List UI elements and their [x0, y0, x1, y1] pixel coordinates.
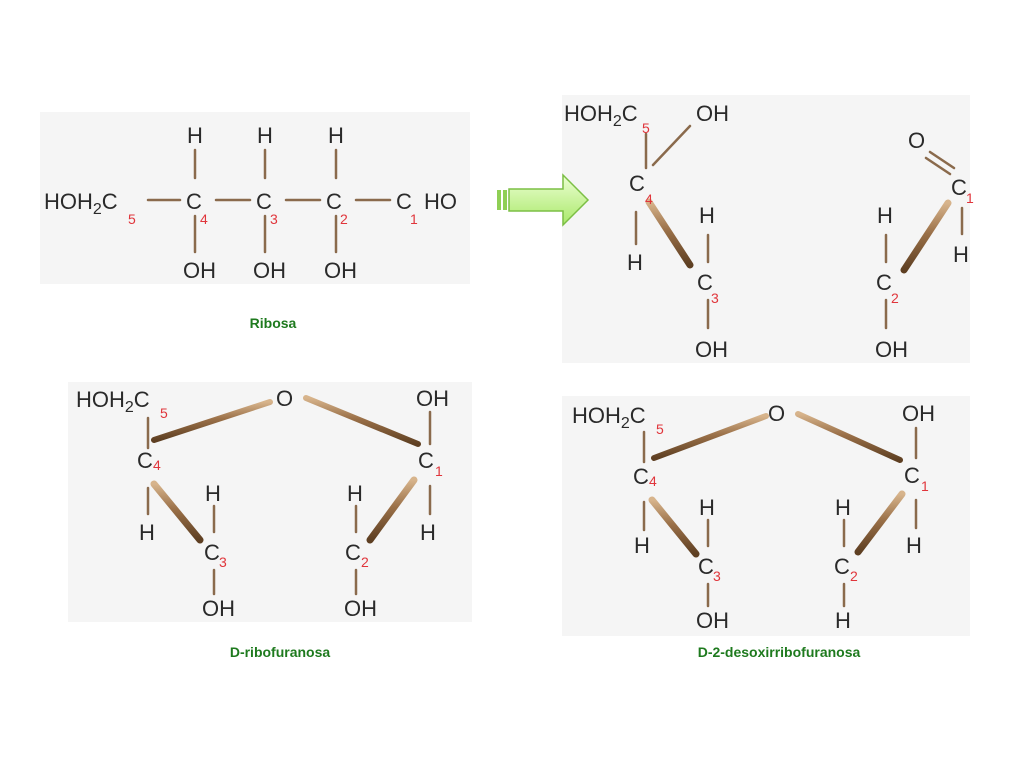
- ribofuranosa-c2-oh: OH: [344, 596, 377, 621]
- bond-c2-c1: [854, 490, 906, 556]
- open-hoh2-label: HOH2C: [564, 101, 638, 130]
- desoxirribofuranosa-caption: D-2-desoxirribofuranosa: [698, 644, 861, 660]
- bond-c1-o-b: [924, 156, 952, 176]
- ribofuranosa-c2-number: 2: [361, 554, 369, 570]
- open-c4-label: C: [629, 171, 645, 196]
- ribosa-panel: [40, 112, 470, 284]
- desoxi-c4-number: 4: [649, 473, 657, 489]
- open-c2-oh: OH: [875, 337, 908, 362]
- bond-c4-oh: [651, 124, 692, 167]
- desoxi-c2-number: 2: [850, 568, 858, 584]
- desoxi-c3-oh: OH: [696, 608, 729, 633]
- open-c1-label: C: [951, 175, 967, 200]
- bond-c2-c1: [900, 199, 952, 274]
- ribosa-c1-label: C: [396, 189, 412, 214]
- ribofuranosa-caption: D-ribofuranosa: [230, 644, 331, 660]
- desoxi-c4-h: H: [634, 533, 650, 558]
- ribosa-c3-oh: OH: [253, 258, 286, 283]
- desoxi-c4-label: C: [633, 464, 649, 489]
- desoxi-hoh2-label: HOH2C: [572, 403, 646, 432]
- open-c2-label: C: [876, 270, 892, 295]
- desoxi-c5-number: 5: [656, 421, 664, 437]
- desoxi-c2-h-top: H: [835, 495, 851, 520]
- desoxi-c1-h: H: [906, 533, 922, 558]
- desoxi-c3-number: 3: [713, 568, 721, 584]
- desoxirribofuranosa-panel: [562, 396, 970, 636]
- ribofuranosa-c5-number: 5: [160, 405, 168, 421]
- ribofuranosa-c2-h: H: [347, 481, 363, 506]
- open-chain-structure: HOH2C 5 OH C 4 H H C 3 OH H C 2 OH O C 1…: [564, 101, 974, 362]
- ribofuranosa-panel: [68, 382, 472, 622]
- bond-c4-c3: [648, 496, 700, 558]
- ribosa-c2-oh: OH: [324, 258, 357, 283]
- bond-c4-o: [151, 399, 273, 443]
- bond-c4-c3: [150, 480, 204, 544]
- open-c4-number: 4: [645, 191, 653, 207]
- desoxi-c1-label: C: [904, 463, 920, 488]
- ribosa-c3-number: 3: [270, 211, 278, 227]
- bond-c4-c3: [645, 198, 694, 269]
- desoxirribofuranosa-structure: HOH2C 5 O OH C 4 C 1 H H H H C 3 C 2 OH …: [572, 401, 935, 633]
- ribofuranosa-c4-label: C: [137, 448, 153, 473]
- right-arrow-icon: [497, 173, 590, 227]
- desoxi-c2-label: C: [834, 554, 850, 579]
- ribosa-c4-h: H: [187, 123, 203, 148]
- open-c2-h: H: [877, 203, 893, 228]
- bond-c4-o: [651, 413, 769, 461]
- bond-c2-c1: [366, 476, 418, 544]
- open-c3-label: C: [697, 270, 713, 295]
- ribofuranosa-ring-o: O: [276, 386, 293, 411]
- ribofuranosa-c3-oh: OH: [202, 596, 235, 621]
- ribofuranosa-c2-label: C: [345, 540, 361, 565]
- ribofuranosa-c1-number: 1: [435, 463, 443, 479]
- ribofuranosa-c3-number: 3: [219, 554, 227, 570]
- ribosa-structure: HOH2C 5 C 4 C 3 C 2 C 1 HO H H H OH OH O…: [44, 123, 457, 283]
- open-c3-oh: OH: [695, 337, 728, 362]
- ribosa-c1-number: 1: [410, 211, 418, 227]
- ribosa-hoh2-label: HOH2C: [44, 189, 118, 218]
- open-chain-panel: [562, 95, 970, 363]
- ribofuranosa-c1-oh: OH: [416, 386, 449, 411]
- desoxi-c2-h-bottom: H: [835, 608, 851, 633]
- desoxi-c1-oh: OH: [902, 401, 935, 426]
- ribosa-ho-label: HO: [424, 189, 457, 214]
- ribosa-c3-h: H: [257, 123, 273, 148]
- ribosa-c2-label: C: [326, 189, 342, 214]
- ribosa-caption: Ribosa: [250, 315, 297, 331]
- bond-o-c1: [303, 395, 421, 447]
- ribofuranosa-structure: HOH2C 5 O OH C 4 C 1 H H H H C 3 C 2 OH …: [76, 386, 449, 621]
- ribofuranosa-c3-label: C: [204, 540, 220, 565]
- ribofuranosa-hoh2-label: HOH2C: [76, 387, 150, 416]
- ribosa-c5-number: 5: [128, 211, 136, 227]
- desoxi-c1-number: 1: [921, 478, 929, 494]
- open-c4-h: H: [627, 250, 643, 275]
- open-c4-oh: OH: [696, 101, 729, 126]
- open-c3-h: H: [699, 203, 715, 228]
- ribosa-c2-number: 2: [340, 211, 348, 227]
- ribosa-c4-number: 4: [200, 211, 208, 227]
- ribofuranosa-c1-h: H: [420, 520, 436, 545]
- ribofuranosa-c1-label: C: [418, 448, 434, 473]
- open-c1-number: 1: [966, 190, 974, 206]
- desoxi-ring-o: O: [768, 401, 785, 426]
- bond-o-c1: [795, 411, 903, 463]
- open-c2-number: 2: [891, 290, 899, 306]
- ribofuranosa-c4-h: H: [139, 520, 155, 545]
- open-c1-o: O: [908, 128, 925, 153]
- ribosa-c4-oh: OH: [183, 258, 216, 283]
- bond-c1-o-a: [928, 150, 956, 170]
- open-c1-h: H: [953, 242, 969, 267]
- ribosa-c4-label: C: [186, 189, 202, 214]
- open-c5-number: 5: [642, 120, 650, 136]
- ribofuranosa-c4-number: 4: [153, 457, 161, 473]
- ribosa-c2-h: H: [328, 123, 344, 148]
- desoxi-c3-h: H: [699, 495, 715, 520]
- desoxi-c3-label: C: [698, 554, 714, 579]
- open-c3-number: 3: [711, 290, 719, 306]
- ribosa-c3-label: C: [256, 189, 272, 214]
- ribofuranosa-c3-h: H: [205, 481, 221, 506]
